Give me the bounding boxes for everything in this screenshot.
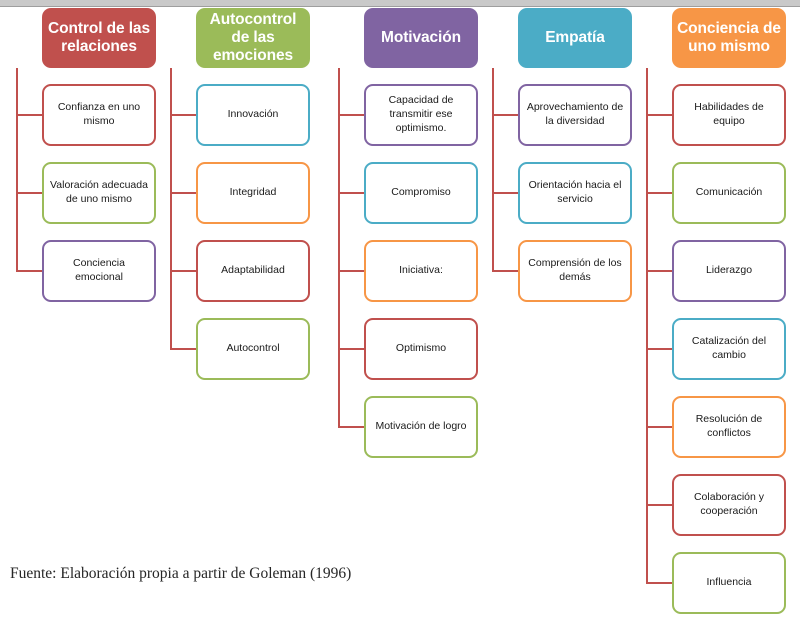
connector-branch-conciencia-de-uno-mismo-4 xyxy=(646,426,672,428)
connector-branch-control-de-las-relaciones-1 xyxy=(16,192,42,194)
competency-box[interactable]: Resolución de conflictos xyxy=(672,396,786,458)
competency-label: Iniciativa: xyxy=(399,264,443,277)
competency-box[interactable]: Iniciativa: xyxy=(364,240,478,302)
connector-trunk-control-de-las-relaciones xyxy=(16,68,18,271)
connector-branch-conciencia-de-uno-mismo-5 xyxy=(646,504,672,506)
competency-box[interactable]: Conciencia emocional xyxy=(42,240,156,302)
figure-source-caption: Fuente: Elaboración propia a partir de G… xyxy=(10,565,352,582)
competency-label: Aprovechamiento de la diversidad xyxy=(526,101,624,127)
connector-branch-control-de-las-relaciones-0 xyxy=(16,114,42,116)
category-header-label: Motivación xyxy=(381,28,461,46)
window-top-strip xyxy=(0,0,800,7)
connector-branch-control-de-las-relaciones-2 xyxy=(16,270,42,272)
competency-box[interactable]: Liderazgo xyxy=(672,240,786,302)
connector-trunk-autocontrol-de-las-emociones xyxy=(170,68,172,349)
category-header-label: Empatía xyxy=(545,28,605,46)
competency-box[interactable]: Catalización del cambio xyxy=(672,318,786,380)
connector-branch-empatia-2 xyxy=(492,270,518,272)
competency-box[interactable]: Influencia xyxy=(672,552,786,614)
competency-box[interactable]: Valoración adecuada de uno mismo xyxy=(42,162,156,224)
competency-box[interactable]: Compromiso xyxy=(364,162,478,224)
competency-label: Adaptabilidad xyxy=(221,264,285,277)
competency-box[interactable]: Optimismo xyxy=(364,318,478,380)
competency-box[interactable]: Integridad xyxy=(196,162,310,224)
competency-label: Habilidades de equipo xyxy=(694,101,764,127)
connector-branch-autocontrol-de-las-emociones-1 xyxy=(170,192,196,194)
connector-trunk-motivacion xyxy=(338,68,340,427)
competency-box[interactable]: Orientación hacia el servicio xyxy=(518,162,632,224)
competency-label: Capacidad de transmitir ese optimismo. xyxy=(388,94,454,134)
competency-box[interactable]: Aprovechamiento de la diversidad xyxy=(518,84,632,146)
competency-box[interactable]: Adaptabilidad xyxy=(196,240,310,302)
connector-branch-empatia-1 xyxy=(492,192,518,194)
competency-box[interactable]: Capacidad de transmitir ese optimismo. xyxy=(364,84,478,146)
competency-label: Catalización del cambio xyxy=(691,335,767,361)
competency-box[interactable]: Confianza en uno mismo xyxy=(42,84,156,146)
competency-label: Motivación de logro xyxy=(375,420,467,433)
category-header-conciencia-de-uno-mismo[interactable]: Conciencia de uno mismo xyxy=(672,8,786,68)
connector-branch-conciencia-de-uno-mismo-2 xyxy=(646,270,672,272)
competency-label: Conciencia emocional xyxy=(73,257,125,283)
category-header-empatia[interactable]: Empatía xyxy=(518,8,632,68)
competency-box[interactable]: Comprensión de los demás xyxy=(518,240,632,302)
competency-box[interactable]: Innovación xyxy=(196,84,310,146)
competency-box[interactable]: Colaboración y cooperación xyxy=(672,474,786,536)
category-header-label: Conciencia de uno mismo xyxy=(677,19,781,55)
competency-label: Liderazgo xyxy=(705,264,753,277)
competency-label: Optimismo xyxy=(395,342,447,355)
competency-box[interactable]: Autocontrol xyxy=(196,318,310,380)
competency-label: Compromiso xyxy=(391,186,451,199)
connector-branch-conciencia-de-uno-mismo-0 xyxy=(646,114,672,116)
competency-label: Autocontrol xyxy=(226,342,280,355)
category-header-control-de-las-relaciones[interactable]: Control de las relaciones xyxy=(42,8,156,68)
category-header-label: Control de las relaciones xyxy=(48,19,150,55)
connector-branch-motivacion-3 xyxy=(338,348,364,350)
connector-branch-conciencia-de-uno-mismo-3 xyxy=(646,348,672,350)
connector-branch-motivacion-0 xyxy=(338,114,364,116)
competency-box[interactable]: Comunicación xyxy=(672,162,786,224)
competency-box[interactable]: Habilidades de equipo xyxy=(672,84,786,146)
competency-label: Comprensión de los demás xyxy=(528,257,622,283)
connector-branch-conciencia-de-uno-mismo-6 xyxy=(646,582,672,584)
competency-label: Orientación hacia el servicio xyxy=(528,179,622,205)
competency-box[interactable]: Motivación de logro xyxy=(364,396,478,458)
competency-label: Influencia xyxy=(706,576,752,589)
connector-branch-motivacion-2 xyxy=(338,270,364,272)
connector-branch-motivacion-4 xyxy=(338,426,364,428)
connector-branch-conciencia-de-uno-mismo-1 xyxy=(646,192,672,194)
category-header-autocontrol-de-las-emociones[interactable]: Autocontrol de las emociones xyxy=(196,8,310,68)
connector-branch-empatia-0 xyxy=(492,114,518,116)
competency-label: Resolución de conflictos xyxy=(695,413,763,439)
connector-trunk-empatia xyxy=(492,68,494,271)
category-header-label: Autocontrol de las emociones xyxy=(209,10,297,65)
connector-branch-autocontrol-de-las-emociones-3 xyxy=(170,348,196,350)
competency-label: Comunicación xyxy=(695,186,763,199)
competency-label: Confianza en uno mismo xyxy=(57,101,141,127)
connector-branch-autocontrol-de-las-emociones-2 xyxy=(170,270,196,272)
competency-label: Valoración adecuada de uno mismo xyxy=(50,179,148,205)
connector-branch-motivacion-1 xyxy=(338,192,364,194)
competency-label: Colaboración y cooperación xyxy=(693,491,765,517)
connector-trunk-conciencia-de-uno-mismo xyxy=(646,68,648,583)
category-header-motivacion[interactable]: Motivación xyxy=(364,8,478,68)
competency-label: Integridad xyxy=(229,186,277,199)
competency-label: Innovación xyxy=(227,108,279,121)
connector-branch-autocontrol-de-las-emociones-0 xyxy=(170,114,196,116)
